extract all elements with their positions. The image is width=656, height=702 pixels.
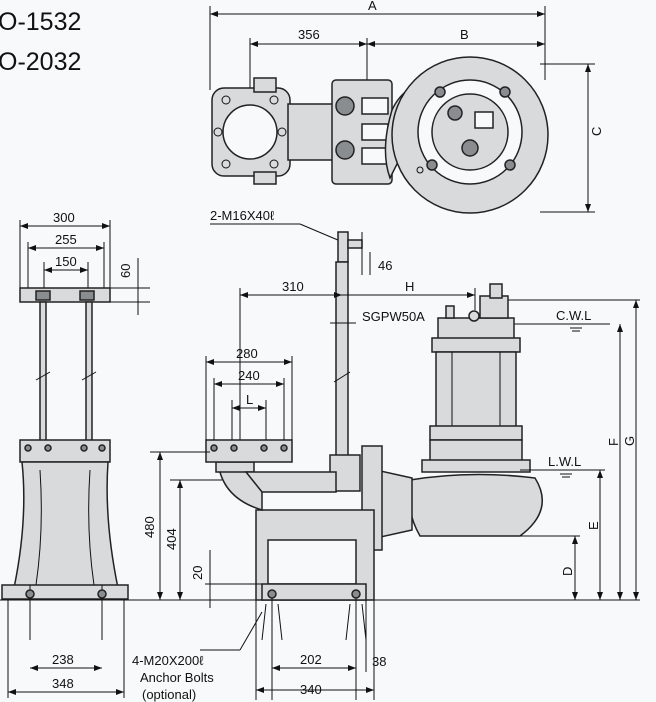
dim-348-label: 348 <box>52 676 74 691</box>
dim-300-label: 300 <box>53 210 75 225</box>
dim-a-label: A <box>368 0 377 13</box>
dim-238-label: 238 <box>52 652 74 667</box>
dim-150-label: 150 <box>55 254 77 269</box>
dim-b-label: B <box>460 27 469 42</box>
dim-310-label: 310 <box>282 279 304 294</box>
guide-bolt-label: 2-M16X40ℓ <box>210 208 275 223</box>
model-title-1: O-1532 <box>0 8 81 36</box>
dim-255-label: 255 <box>55 232 77 247</box>
cwl-label: C.W.L <box>556 308 591 323</box>
dim-60-label: 60 <box>118 264 133 278</box>
dim-l-label: L <box>246 392 253 407</box>
dim-d-label: D <box>560 567 575 576</box>
anchor-bolt-spec: 4-M20X200ℓ <box>132 653 204 668</box>
dim-356-label: 356 <box>298 27 320 42</box>
dim-404-label: 404 <box>164 528 179 550</box>
dim-340-label: 340 <box>300 682 322 697</box>
dim-f-label: F <box>606 438 621 446</box>
anchor-bolt-optional: (optional) <box>142 687 196 702</box>
dim-240-label: 240 <box>238 368 260 383</box>
dim-h-label: H <box>405 279 414 294</box>
dim-c-label: C <box>589 127 604 136</box>
left-view: 300 255 150 60 238 <box>1 210 150 698</box>
dim-38-label: 38 <box>372 654 386 669</box>
dim-280-label: 280 <box>236 346 258 361</box>
dim-e-label: E <box>586 521 601 530</box>
side-view: 2-M16X40ℓ 46 310 H SGPW50A C.W.L <box>0 208 640 702</box>
dim-480-label: 480 <box>142 516 157 538</box>
model-title-2: O-2032 <box>0 48 81 76</box>
dim-20-label: 20 <box>190 566 205 580</box>
top-view: A 356 B C <box>209 0 604 214</box>
lwl-label: L.W.L <box>548 454 581 469</box>
dim-46-label: 46 <box>378 258 392 273</box>
anchor-bolt-label: Anchor Bolts <box>140 670 214 685</box>
guide-pipe-model-label: SGPW50A <box>362 309 425 324</box>
dim-202-label: 202 <box>300 652 322 667</box>
dim-g-label: G <box>622 436 637 446</box>
